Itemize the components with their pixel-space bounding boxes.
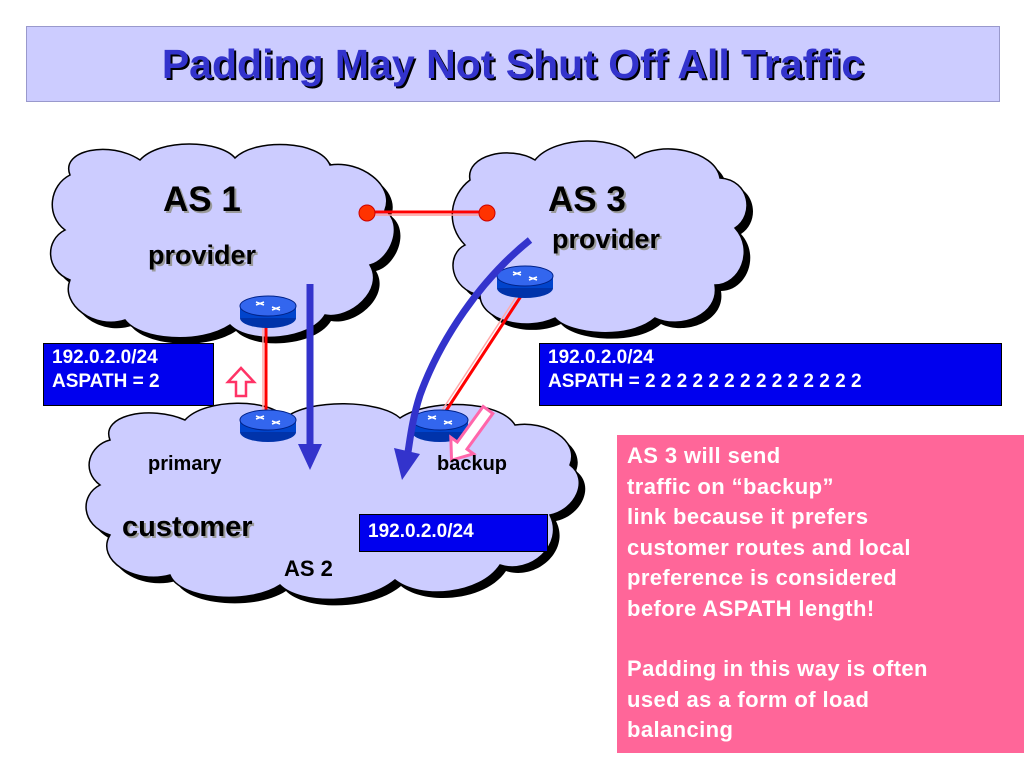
primary-label: primary: [148, 453, 222, 475]
right-route-box: 192.0.2.0/24 ASPATH = 2 2 2 2 2 2 2 2 2 …: [539, 343, 1002, 406]
note-line: used as a form of load: [627, 686, 870, 712]
as3-label: AS 3: [548, 180, 626, 219]
left-route-box: 192.0.2.0/24 ASPATH = 2: [43, 343, 214, 406]
note-line: traffic on “backup”: [627, 473, 834, 499]
explanation-note: AS 3 will send traffic on “backup” link …: [617, 435, 1024, 753]
note-line: balancing: [627, 717, 734, 742]
announce-arrow-backup: [449, 404, 495, 463]
right-route-prefix: 192.0.2.0/24: [548, 347, 654, 368]
announce-arrow-primary: [225, 366, 257, 398]
title-bar: Padding May Not Shut Off All Traffic: [26, 26, 1000, 102]
primary-link: [262, 318, 268, 418]
as1-as3-link: [358, 204, 496, 222]
note-line: AS 3 will send: [627, 443, 781, 468]
router-as2-primary: [239, 409, 297, 442]
slide-title: Padding May Not Shut Off All Traffic: [161, 40, 865, 87]
note-line: link because it prefers: [627, 504, 869, 529]
customer-label: customer: [122, 511, 253, 543]
router-as1: [239, 295, 297, 328]
note-line: preference is considered: [627, 565, 898, 590]
customer-prefix-box: 192.0.2.0/24: [359, 514, 548, 552]
note-spacer: [627, 624, 1014, 654]
router-as2-backup: [411, 409, 469, 442]
customer-prefix: 192.0.2.0/24: [368, 521, 474, 542]
as2-cloud: [85, 402, 586, 606]
as1-label: AS 1: [163, 180, 241, 219]
left-route-prefix: 192.0.2.0/24: [52, 347, 158, 368]
router-as3: [496, 265, 554, 298]
as2-label: AS 2: [284, 556, 333, 581]
right-route-aspath: ASPATH = 2 2 2 2 2 2 2 2 2 2 2 2 2 2: [548, 371, 862, 392]
left-route-aspath: ASPATH = 2: [52, 371, 160, 392]
traffic-arrow-as3: [394, 237, 533, 480]
as1-role: provider: [148, 240, 257, 270]
note-line: Padding in this way is often: [627, 656, 928, 681]
note-line: customer routes and local: [627, 534, 911, 560]
as3-role: provider: [552, 224, 661, 254]
traffic-arrow-as1: [298, 284, 322, 470]
note-line: before ASPATH length!: [627, 595, 875, 621]
backup-link: [436, 287, 527, 421]
backup-label: backup: [437, 453, 508, 475]
